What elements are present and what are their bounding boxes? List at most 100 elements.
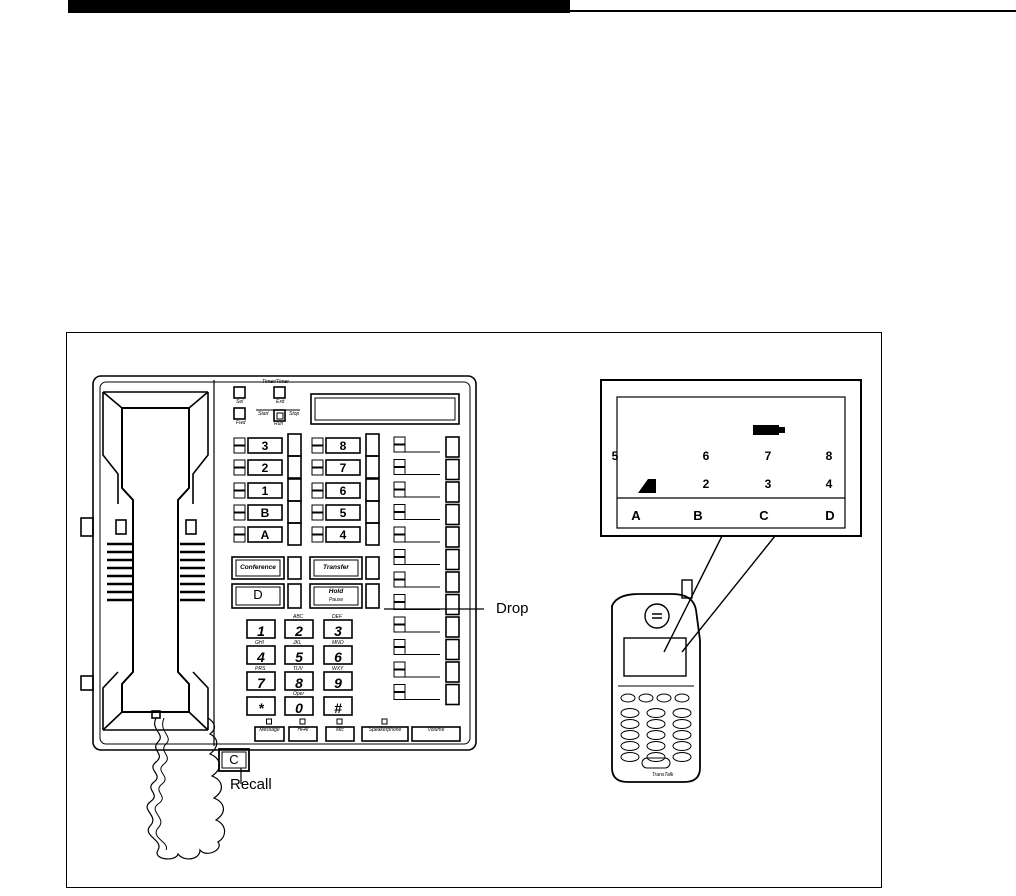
line-led: [233, 490, 246, 499]
dialpad-digit[interactable]: 5: [295, 649, 303, 665]
dialpad-digit[interactable]: 7: [257, 675, 265, 691]
line-led: [233, 482, 246, 491]
dialpad-digit[interactable]: 2: [295, 623, 303, 639]
line-label: 1: [261, 484, 269, 498]
dialpad-key: [246, 671, 276, 691]
bottom-key: [254, 726, 285, 742]
line-led: [233, 504, 246, 513]
recall-callout: Recall: [230, 776, 272, 793]
line-button-side: [287, 500, 302, 524]
line-button-side: [365, 500, 380, 524]
softkey-a[interactable]: A: [631, 508, 641, 523]
dialpad-digit[interactable]: *: [258, 700, 264, 716]
dialpad-digit[interactable]: 1: [257, 623, 265, 639]
line-led: [393, 669, 406, 678]
line-button-side: [287, 455, 302, 479]
conference-label: Conference: [240, 564, 276, 571]
dialpad-key: [323, 671, 353, 691]
line-button-side: [287, 478, 302, 502]
line-button-side: [365, 433, 380, 457]
line-button: [325, 437, 361, 454]
dialpad-digit[interactable]: 3: [334, 623, 342, 639]
timer-header: Timer/Timer: [262, 379, 289, 385]
stop-label: Stop: [289, 411, 300, 417]
line-button: [247, 437, 283, 454]
line-button: [325, 504, 361, 521]
line-button-side: [365, 478, 380, 502]
line-label: 4: [339, 528, 347, 542]
line-led: [393, 489, 406, 498]
line-button: [247, 504, 283, 521]
softkey-d[interactable]: D: [825, 508, 835, 523]
line-led: [393, 549, 406, 557]
wireless-handset: [611, 579, 701, 783]
bottom-key-label[interactable]: Volume: [427, 727, 445, 733]
dialpad-digit[interactable]: 8: [295, 675, 303, 691]
dialpad-letters: JKL: [293, 640, 302, 646]
dialpad-digit[interactable]: 0: [295, 700, 303, 716]
line-led: [233, 459, 246, 468]
line-led: [233, 437, 246, 446]
line-led: [311, 445, 324, 454]
line-button-side: [445, 593, 460, 616]
line-led: [393, 481, 406, 490]
dialpad-key: [284, 619, 314, 639]
softkey-b[interactable]: B: [693, 508, 703, 523]
line-led: [393, 534, 406, 543]
line-button-side: [445, 503, 460, 526]
dialpad-letters: PRS: [255, 666, 266, 672]
dialpad-digit[interactable]: #: [334, 700, 342, 716]
line-button: [247, 482, 283, 499]
dialpad-key: [246, 619, 276, 639]
line-led: [311, 437, 324, 446]
bottom-key-label[interactable]: Speakerphone: [368, 727, 402, 733]
line-button: [247, 459, 283, 476]
exit-label: Exit: [276, 399, 285, 405]
dialpad-letters: MNO: [332, 640, 344, 646]
bottom-key-label[interactable]: Message: [259, 727, 280, 733]
dialpad-key: [284, 696, 314, 716]
line-button-side: [365, 455, 380, 479]
line-led: [393, 504, 406, 512]
bottom-key: [361, 726, 409, 742]
figure-frame: [66, 332, 882, 888]
line-button-side: [287, 433, 302, 457]
header-bar: [68, 0, 570, 13]
line-button-side: [445, 661, 460, 683]
softkey-c[interactable]: C: [759, 508, 769, 523]
line-led: [393, 684, 406, 692]
line-led: [311, 459, 324, 468]
drop-button: [231, 583, 285, 609]
dialpad-digit[interactable]: 6: [334, 649, 342, 665]
screen-line-4: 4: [825, 477, 833, 491]
dialpad-letters: TUV: [293, 666, 303, 672]
line-led: [393, 692, 406, 700]
bottom-key-label[interactable]: HFAI: [297, 727, 309, 733]
line-label: 7: [339, 461, 347, 475]
dialpad-digit[interactable]: 4: [257, 649, 265, 665]
bottom-key-label[interactable]: Mic: [336, 727, 344, 733]
line-led: [233, 445, 246, 454]
line-led: [393, 616, 406, 625]
line-label: 8: [339, 439, 347, 453]
dialpad-key: [246, 645, 276, 665]
bottom-key: [325, 726, 355, 742]
line-button: [325, 459, 361, 476]
bottom-key: [288, 726, 318, 742]
recall-button: [218, 748, 250, 772]
header-rule: [570, 10, 1016, 12]
line-led: [393, 512, 406, 520]
line-button-side: [445, 638, 460, 661]
dialpad-digit[interactable]: 9: [334, 675, 342, 691]
dialpad-key: [284, 671, 314, 691]
line-button-side: [445, 548, 460, 571]
screen-line-7: 7: [764, 449, 772, 463]
line-led: [393, 639, 406, 647]
line-led: [393, 624, 406, 633]
line-label: 3: [261, 439, 269, 453]
line-label: 2: [261, 461, 269, 475]
line-label: 5: [339, 506, 347, 520]
line-led: [233, 534, 246, 543]
line-led: [393, 647, 406, 655]
